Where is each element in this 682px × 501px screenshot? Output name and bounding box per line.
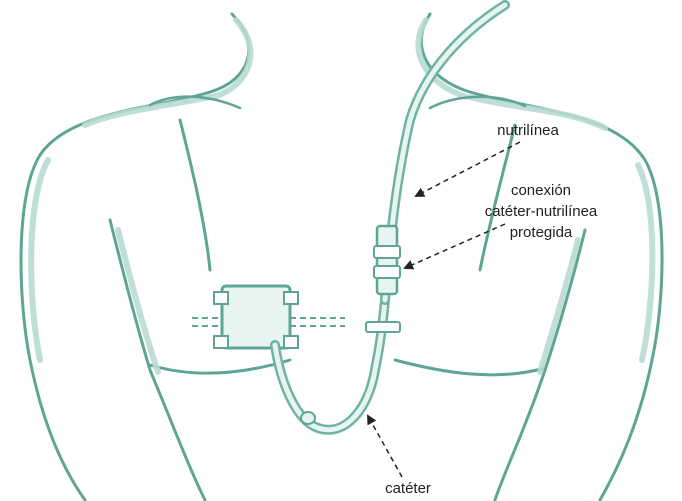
label-conexion-line1: conexión bbox=[466, 180, 616, 201]
arrow-cateter bbox=[368, 416, 402, 477]
nutrition-line-tube bbox=[385, 5, 505, 300]
label-cateter: catéter bbox=[368, 478, 448, 499]
label-conexion-line2: catéter-nutrilínea bbox=[466, 201, 616, 222]
exit-site-dressing bbox=[192, 286, 345, 348]
clavicles bbox=[150, 97, 525, 108]
label-conexion: conexión catéter-nutrilínea protegida bbox=[466, 180, 616, 243]
label-conexion-line3: protegida bbox=[466, 222, 616, 243]
label-nutrilinea: nutrilínea bbox=[468, 120, 588, 141]
